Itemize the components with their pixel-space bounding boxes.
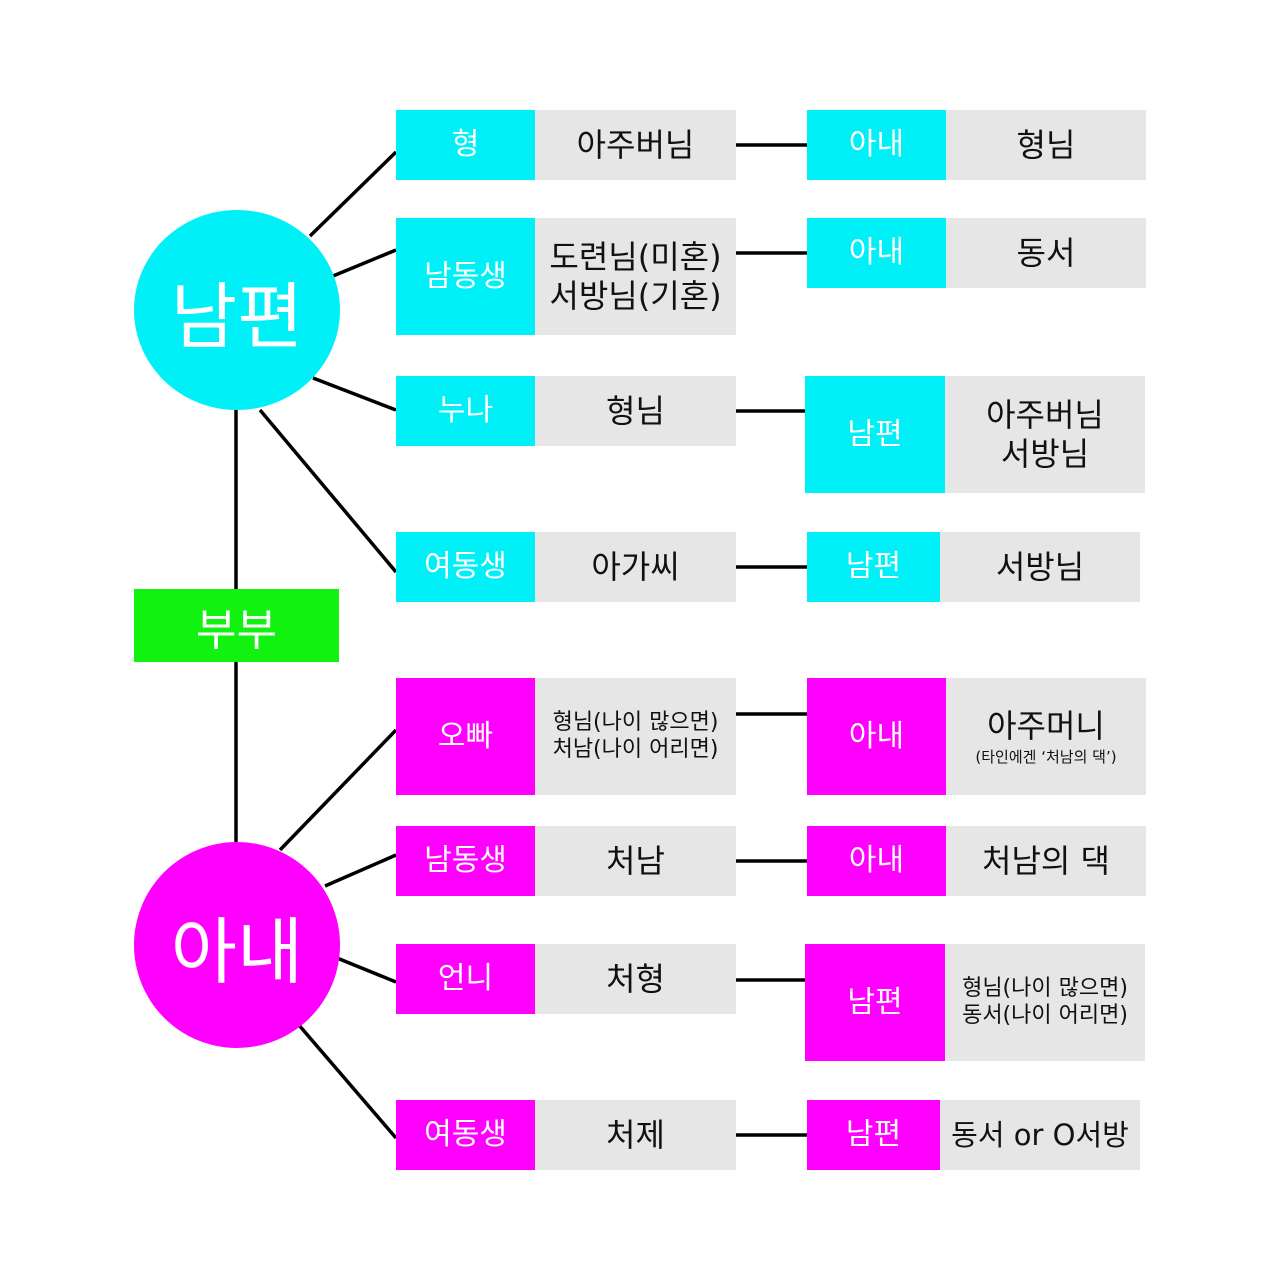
term-text: 형님 — [606, 391, 665, 430]
relation-box: 여동생 — [396, 1100, 535, 1170]
spouse-relation-box: 남편 — [807, 1100, 940, 1170]
spouse-relation-box: 아내 — [807, 218, 946, 288]
term-text: 아주버님 — [576, 125, 695, 164]
relation-box: 누나 — [396, 376, 535, 446]
relation-box: 형 — [396, 110, 535, 180]
connector-line — [278, 728, 398, 852]
term-box: 아주버님 — [535, 110, 736, 180]
spouse-term-text: 형님(나이 많으면) — [962, 976, 1128, 1002]
spouse-relation-box: 아내 — [807, 826, 946, 896]
relation-box: 남동생 — [396, 218, 535, 335]
spouse-term-box: 서방님 — [940, 532, 1140, 602]
term-box: 도련님(미혼) 서방님(기혼) — [535, 218, 736, 335]
connector-line — [258, 408, 398, 574]
spouse-term-text: 서방님 — [995, 547, 1085, 586]
connector-line — [324, 853, 397, 888]
couple-label: 부부 — [134, 589, 339, 662]
relation-box: 언니 — [396, 944, 535, 1014]
spouse-term-box: 아주버님 서방님 — [945, 376, 1145, 493]
term-box: 처제 — [535, 1100, 736, 1170]
spouse-term-text: 동서 — [1016, 233, 1076, 272]
spouse-term-text: 동서(나이 어리면) — [962, 1002, 1128, 1028]
connector-line — [308, 150, 398, 238]
spouse-term-text: 아주버님 — [986, 396, 1104, 435]
spouse-term-box: 처남의 댁 — [946, 826, 1146, 896]
spouse-term-text: 아주머니 — [987, 707, 1105, 746]
spouse-term-text: 처남의 댁 — [982, 841, 1110, 880]
relation-box: 남동생 — [396, 826, 535, 896]
spouse-term-text: 동서 or O서방 — [951, 1117, 1129, 1152]
relation-box: 오빠 — [396, 678, 535, 795]
term-box: 아가씨 — [535, 532, 736, 602]
wife-node: 아내 — [134, 842, 340, 1048]
spouse-term-box: 형님 — [946, 110, 1146, 180]
connector-line — [332, 248, 397, 278]
term-text: 서방님(기혼) — [549, 276, 722, 315]
term-text: 아가씨 — [591, 547, 680, 586]
husband-node: 남편 — [134, 210, 340, 410]
spouse-relation-box: 남편 — [805, 944, 945, 1061]
term-text: 처남 — [606, 841, 665, 880]
term-box: 형님 — [535, 376, 736, 446]
term-text: 도련님(미혼) — [549, 238, 722, 277]
term-box: 처남 — [535, 826, 736, 896]
spouse-term-text: 서방님 — [1000, 434, 1090, 473]
term-box: 형님(나이 많으면) 처남(나이 어리면) — [535, 678, 736, 795]
term-text: 처남(나이 어리면) — [552, 736, 719, 762]
spouse-term-box: 형님(나이 많으면) 동서(나이 어리면) — [945, 944, 1145, 1061]
connector-line — [296, 1022, 398, 1140]
term-text: 처제 — [606, 1115, 665, 1154]
term-text: 형님(나이 많으면) — [552, 710, 719, 736]
connector-line — [312, 376, 397, 412]
spouse-term-box: 아주머니 (타인에겐 ‘처남의 댁’) — [946, 678, 1146, 795]
term-text: 처형 — [606, 959, 665, 998]
relation-box: 여동생 — [396, 532, 535, 602]
spouse-term-box: 동서 — [946, 218, 1146, 288]
spouse-relation-box: 남편 — [807, 532, 940, 602]
spouse-term-box: 동서 or O서방 — [940, 1100, 1140, 1170]
connector-line — [336, 956, 397, 984]
spouse-relation-box: 아내 — [807, 110, 946, 180]
spouse-term-note: (타인에겐 ‘처남의 댁’) — [975, 747, 1117, 766]
spouse-term-text: 형님 — [1016, 125, 1076, 164]
spouse-relation-box: 남편 — [805, 376, 945, 493]
spouse-relation-box: 아내 — [807, 678, 946, 795]
term-box: 처형 — [535, 944, 736, 1014]
